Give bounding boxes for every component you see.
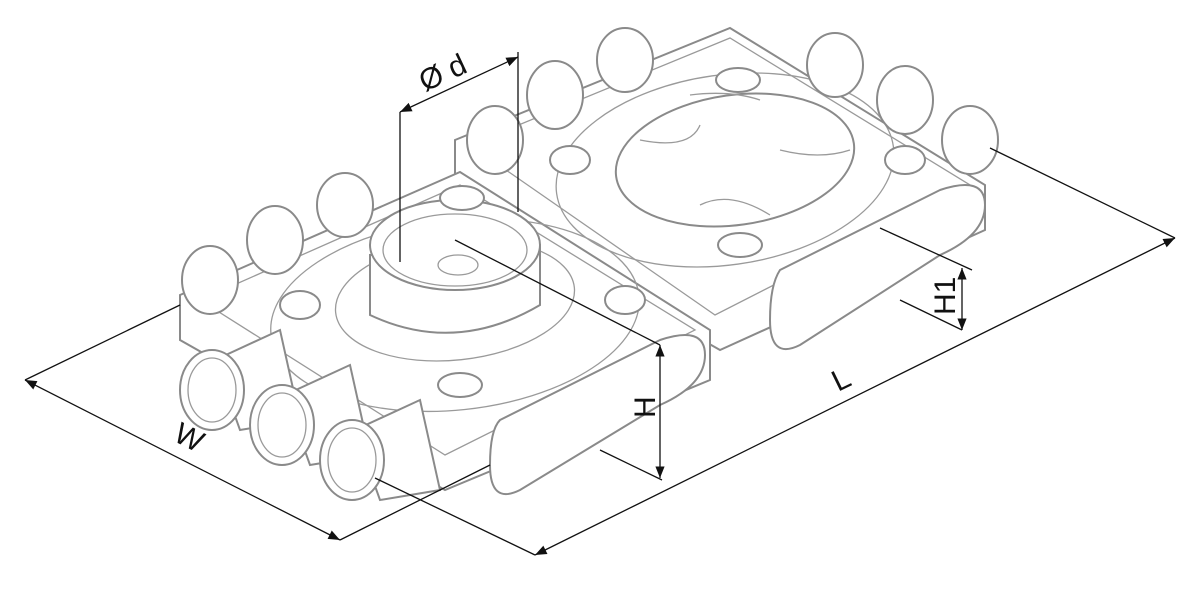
diameter-label: Ø d xyxy=(414,48,472,98)
right-box-ports xyxy=(466,27,999,258)
height-label: H xyxy=(629,396,662,418)
collar-port xyxy=(369,199,541,334)
length-label: L xyxy=(827,361,856,398)
height1-label: H1 xyxy=(929,277,962,315)
